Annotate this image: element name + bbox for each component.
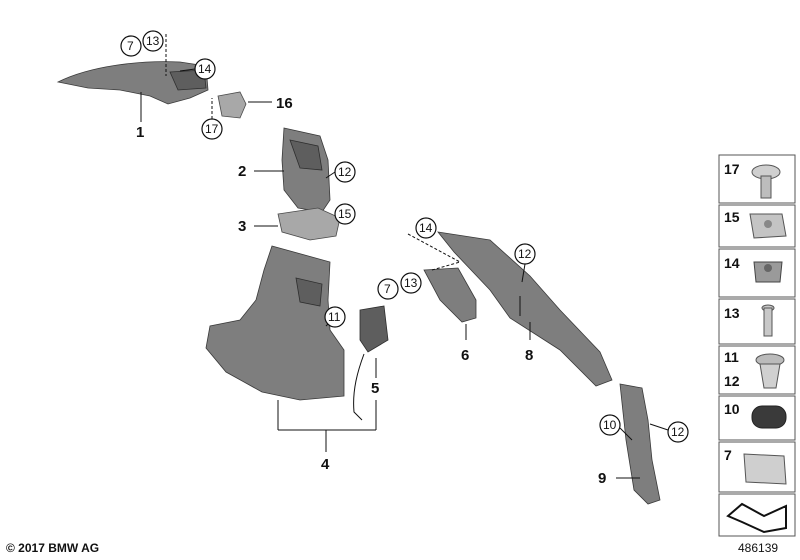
bracket[interactable]	[217, 91, 272, 119]
legend-num-15: 15	[724, 209, 740, 225]
expanding-nut-icon	[753, 261, 783, 283]
legend-num-12: 12	[724, 373, 740, 389]
screw-icon	[751, 164, 781, 199]
b-pillar-lower-trim[interactable]	[205, 245, 345, 401]
callout-2: 2	[238, 163, 246, 180]
legend-num-14: 14	[724, 255, 740, 271]
callout-12b: 12	[518, 247, 532, 261]
callout-6: 6	[461, 347, 469, 364]
fastener-legend: 17 15 14 13 11 12 10 7	[718, 154, 796, 537]
c-pillar-trim-small[interactable]	[423, 267, 477, 340]
callout-14b: 14	[419, 221, 433, 235]
legend-num-11: 11	[724, 349, 739, 365]
plug-icon	[751, 405, 787, 429]
callout-10: 10	[603, 418, 617, 432]
callout-8: 8	[525, 347, 533, 364]
diagram-id: 486139	[738, 541, 779, 555]
legend-num-10: 10	[724, 401, 740, 417]
copyright-text: © 2017 BMW AG	[6, 541, 100, 555]
callout-1: 1	[136, 124, 144, 141]
callout-13: 13	[146, 34, 160, 48]
clip-nut-icon	[749, 213, 787, 239]
c-pillar-trim-long[interactable]	[437, 231, 613, 387]
legend-num-7: 7	[724, 447, 732, 463]
belt-height-adjuster[interactable]	[353, 305, 389, 421]
callout-9: 9	[598, 470, 606, 487]
callout-5: 5	[371, 380, 379, 397]
arrow-plate-icon	[726, 502, 787, 534]
callout-4: 4	[321, 456, 330, 473]
callout-14: 14	[198, 62, 212, 76]
callout-11: 11	[328, 310, 341, 324]
expanding-rivet-icon	[755, 353, 785, 389]
d-pillar-trim[interactable]	[616, 383, 661, 505]
callout-7b: 7	[384, 282, 391, 296]
badge-icon	[743, 453, 787, 485]
callout-17: 17	[205, 122, 219, 136]
callout-3: 3	[238, 218, 246, 235]
callout-7: 7	[127, 39, 134, 53]
callout-16: 16	[276, 95, 293, 112]
callout-13b: 13	[404, 276, 418, 290]
callout-15: 15	[338, 207, 352, 221]
callout-12c: 12	[671, 425, 685, 439]
callout-12: 12	[338, 165, 352, 179]
legend-num-13: 13	[724, 305, 740, 321]
bolt-icon	[761, 304, 775, 337]
cover-strip[interactable]	[254, 207, 341, 241]
legend-num-17: 17	[724, 161, 740, 177]
b-pillar-upper-trim[interactable]	[254, 127, 336, 213]
